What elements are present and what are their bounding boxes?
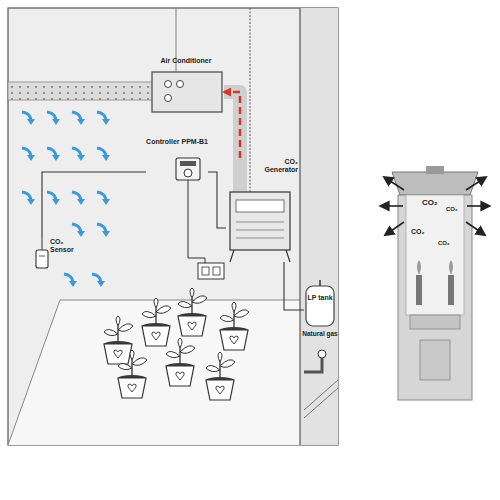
co2-label: CO₂ xyxy=(422,198,446,207)
node-text: Air Conditioner xyxy=(148,57,224,65)
wire-line xyxy=(42,172,146,238)
wire xyxy=(42,172,146,238)
node-text: Controller PPM-B1 xyxy=(146,138,208,146)
node-text: CO₂ Sensor xyxy=(50,238,88,254)
wire-line xyxy=(284,262,304,310)
air-duct xyxy=(224,92,240,158)
wire-line xyxy=(208,172,226,228)
co2-label: CO₂ xyxy=(438,240,456,247)
co2-sensor: CO₂ Sensor xyxy=(32,238,88,278)
air-conditioner: Air Conditioner xyxy=(148,57,224,115)
flex-duct xyxy=(224,92,240,158)
co2-label: CO₂ xyxy=(446,206,462,213)
lp-tank: LP tank xyxy=(304,284,336,324)
flow-line xyxy=(224,92,240,158)
co2-generator: CO₂ Generator xyxy=(226,158,298,262)
node-text: LP tank xyxy=(304,294,336,302)
wire xyxy=(208,172,226,228)
wire xyxy=(284,262,304,310)
controller: Controller PPM-B1 xyxy=(146,138,208,182)
node-text: CO₂ Generator xyxy=(254,158,298,174)
co2-label: CO₂ xyxy=(411,228,431,236)
gas-label: Natural gas xyxy=(302,330,338,337)
